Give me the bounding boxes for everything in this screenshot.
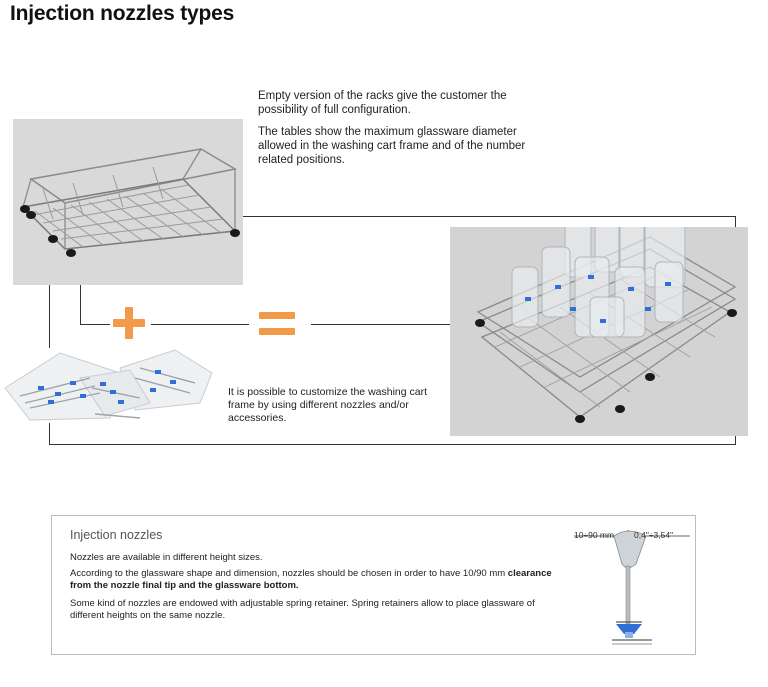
page-title: Injection nozzles types — [10, 2, 235, 25]
intro-paragraph-2: The tables show the maximum glassware di… — [258, 126, 526, 166]
clearance-range-inches: 0,4"÷3,54" — [634, 530, 674, 540]
plus-icon — [111, 305, 147, 341]
intro-paragraph-1: Empty version of the racks give the cust… — [258, 90, 507, 116]
nozzle-clearance-diagram — [572, 522, 692, 650]
info-line-heights: Nozzles are available in different heigh… — [70, 552, 263, 563]
clearance-range-mm: 10÷90 mm — [574, 530, 615, 540]
customize-text: It is possible to customize the washing … — [228, 386, 428, 424]
info-box-title: Injection nozzles — [70, 528, 163, 542]
info-line-clearance-bold: clearance from the nozzle final tip and … — [70, 568, 552, 591]
loaded-rack-image — [450, 166, 748, 436]
connector-line-bottom — [49, 444, 736, 445]
connector-line-plus-equals — [151, 324, 249, 325]
info-line-spring-retainer: Some kind of nozzles are endowed with ad… — [70, 598, 535, 621]
connector-line-branch-vertical — [80, 285, 81, 325]
info-line-clearance: According to the glassware shape and dim… — [70, 568, 570, 592]
connector-line-to-plus — [80, 324, 110, 325]
nozzles-bags-image — [0, 348, 215, 423]
injection-nozzles-info-box: Injection nozzles Nozzles are available … — [51, 515, 696, 655]
empty-rack-image — [13, 119, 243, 285]
connector-line-top — [243, 216, 736, 217]
info-line-clearance-text: According to the glassware shape and dim… — [70, 568, 508, 579]
equals-icon — [257, 308, 297, 340]
connector-line-equals-photo — [311, 324, 450, 325]
